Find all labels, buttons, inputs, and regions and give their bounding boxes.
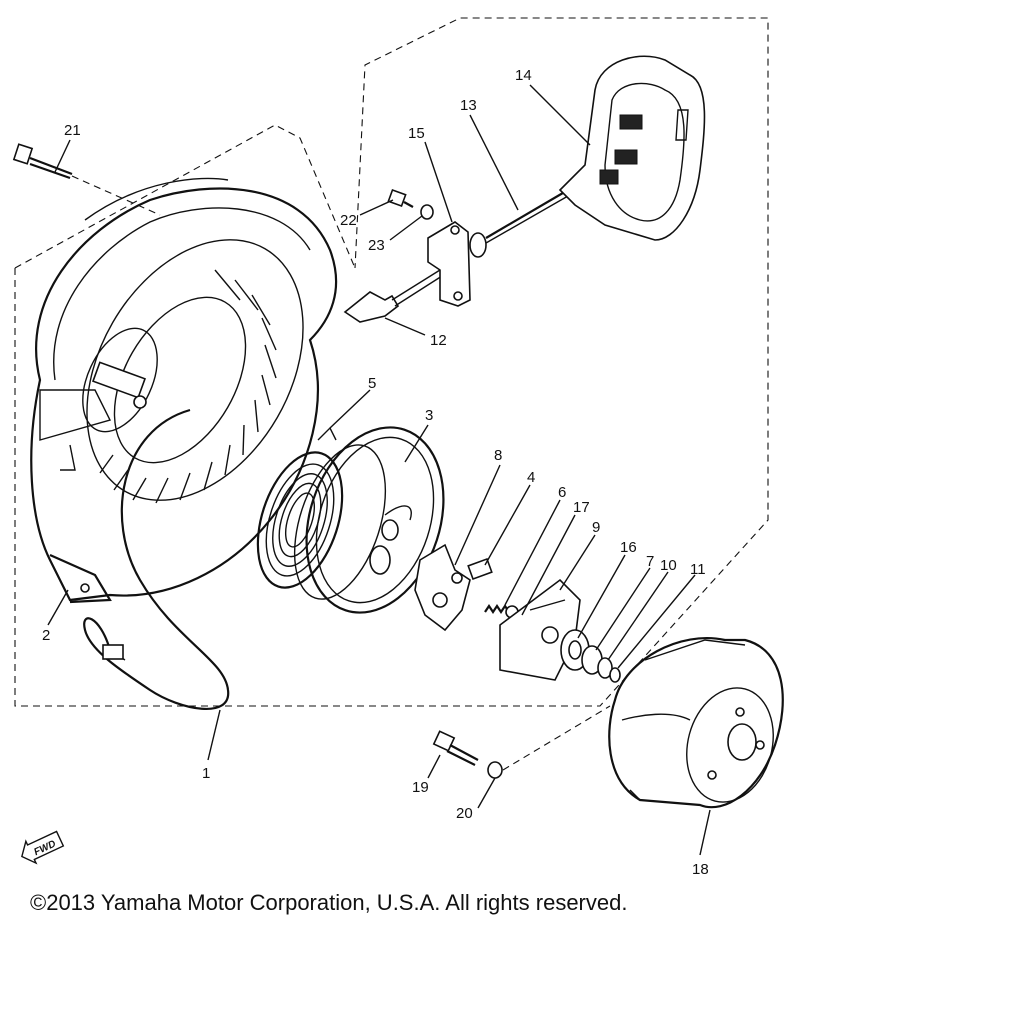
callout-5: 5 — [368, 375, 376, 392]
callout-22: 22 — [340, 212, 357, 229]
callout-11: 11 — [690, 561, 706, 578]
callout-10: 10 — [660, 557, 677, 574]
part-15-handle-bracket — [427, 221, 487, 307]
callout-16: 16 — [620, 539, 637, 556]
part-10-nut — [597, 657, 613, 679]
callout-13: 13 — [460, 97, 477, 114]
callout-9: 9 — [592, 519, 600, 536]
starter-rope — [83, 408, 230, 711]
callout-18: 18 — [692, 861, 709, 878]
copyright-notice: ©2013 Yamaha Motor Corporation, U.S.A. A… — [30, 890, 628, 915]
part-11-screw — [609, 667, 621, 683]
fwd-arrow-icon: FWD — [21, 830, 65, 865]
callout-19: 19 — [412, 779, 429, 796]
callout-12: 12 — [430, 332, 447, 349]
callout-20: 20 — [456, 805, 473, 822]
callout-4: 4 — [527, 469, 535, 486]
part-18-starter-pulley — [608, 637, 784, 809]
callout-2: 2 — [42, 627, 50, 644]
callout-17: 17 — [573, 499, 590, 516]
part-23-washer — [420, 204, 434, 220]
part-20-washer — [487, 705, 611, 779]
part-13-rope — [485, 189, 569, 244]
part-4-pin — [467, 557, 493, 581]
part-19-bolt — [432, 730, 479, 766]
part-2-fan-housing — [30, 177, 338, 604]
callout-14: 14 — [515, 67, 532, 84]
callout-3: 3 — [425, 407, 433, 424]
callout-1: 1 — [202, 765, 210, 782]
part-22-screw — [387, 188, 414, 208]
callout-21: 21 — [64, 122, 81, 139]
callout-6: 6 — [558, 484, 566, 501]
part-12-rope-guide — [343, 269, 443, 323]
part-3-rope-reel — [293, 426, 445, 614]
callout-8: 8 — [494, 447, 502, 464]
assembly-boundary — [14, 17, 769, 707]
part-8-ratchet — [414, 543, 471, 632]
part-14-starter-handle — [558, 55, 706, 241]
callout-numbers: 21 15 13 14 22 23 12 5 3 8 4 6 17 9 16 7… — [42, 67, 709, 878]
callout-23: 23 — [368, 237, 385, 254]
part-21-bolt — [12, 143, 161, 216]
callout-7: 7 — [646, 553, 654, 570]
callout-15: 15 — [408, 125, 425, 142]
leader-lines — [47, 84, 711, 856]
